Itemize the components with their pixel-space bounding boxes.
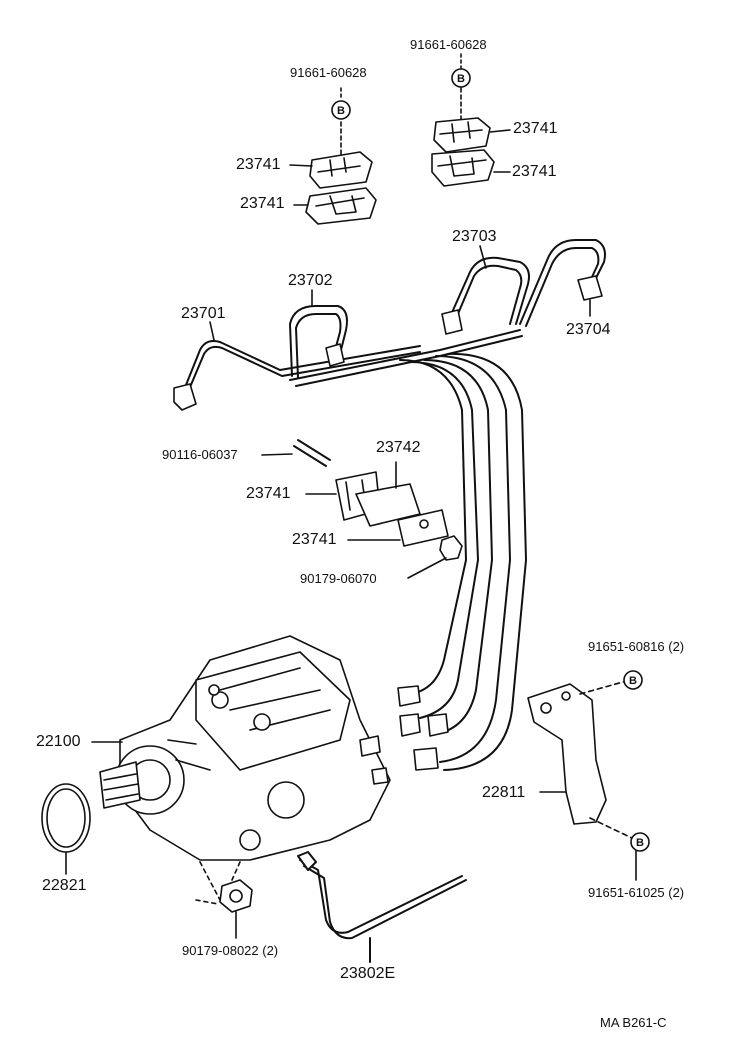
label-oring-22821: 22821 (42, 877, 87, 894)
label-clamp-middle-upper: 23741 (246, 485, 291, 502)
label-bolt-left: 91661-60628 (290, 65, 367, 80)
b-marker-bracket-bottom (630, 832, 650, 852)
b-marker-right (451, 68, 471, 88)
pipe-fittings (173, 275, 603, 771)
label-clamp-left-upper: 23741 (236, 156, 281, 173)
label-bolt-bracket-bottom: 91651-61025 (2) (588, 885, 685, 900)
label-bracket-22811: 22811 (482, 784, 526, 801)
label-pipe-23704: 23704 (566, 321, 611, 338)
label-bolt-right: 91661-60628 (410, 37, 487, 52)
clamp-bracket-middle (305, 461, 449, 547)
label-pipe-23702: 23702 (288, 272, 333, 289)
clamp-pair-right (431, 53, 511, 187)
clamp-pair-left (289, 87, 377, 225)
diagram-code: MA B261-C (600, 1015, 667, 1030)
injection-pump (91, 635, 391, 861)
injection-pipes (183, 239, 606, 771)
label-bolt-bracket-top: 91651-60816 (2) (588, 639, 685, 654)
label-pipe-23802E: 23802E (340, 965, 396, 982)
bracket-22811 (527, 679, 637, 881)
label-nut-middle: 90179-06070 (300, 571, 377, 586)
label-bracket-23742: 23742 (376, 439, 421, 456)
label-pump-22100: 22100 (36, 733, 81, 750)
b-marker-right-letter: B (457, 73, 465, 85)
b-marker-left (331, 100, 351, 120)
label-clamp-right-lower: 23741 (512, 163, 557, 180)
o-ring (41, 783, 91, 875)
nut-middle (407, 535, 463, 579)
nut-bottom (195, 861, 253, 939)
b-marker-bracket-top (623, 670, 643, 690)
label-clamp-middle-lower: 23741 (292, 531, 337, 548)
label-pipe-23701: 23701 (181, 305, 226, 322)
stud-bolt (261, 439, 331, 467)
label-pipe-23703: 23703 (452, 228, 497, 245)
b-marker-bracket-bottom-letter: B (636, 837, 644, 849)
label-clamp-left-lower: 23741 (240, 195, 285, 212)
label-stud-bolt: 90116-06037 (162, 447, 238, 462)
b-marker-bracket-top-letter: B (629, 675, 637, 687)
b-marker-left-letter: B (337, 105, 345, 117)
label-nut-bottom: 90179-08022 (2) (182, 943, 279, 958)
return-pipe (297, 851, 467, 963)
label-clamp-right-upper: 23741 (513, 120, 558, 137)
